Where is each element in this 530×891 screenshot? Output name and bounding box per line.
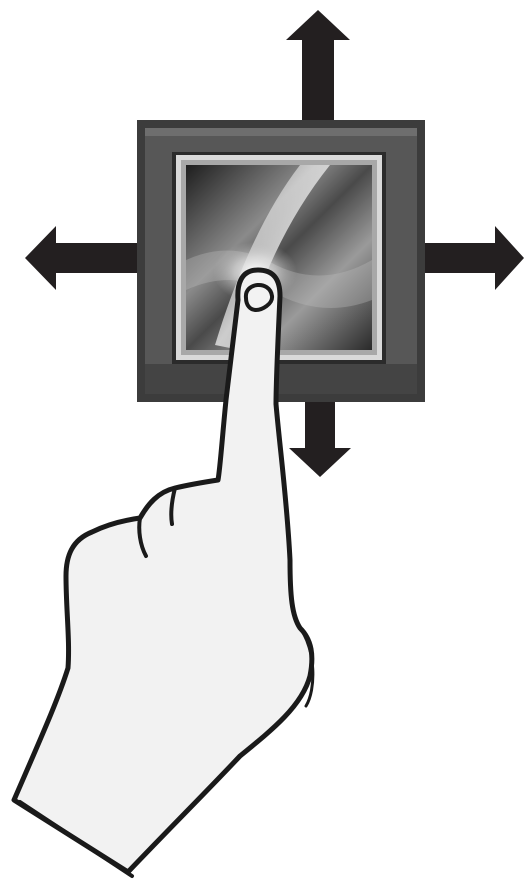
- arrow-up-icon: [286, 10, 350, 123]
- arrow-left-icon: [25, 226, 142, 290]
- arrow-right-icon: [415, 226, 524, 290]
- touchpad-icon: [137, 120, 425, 402]
